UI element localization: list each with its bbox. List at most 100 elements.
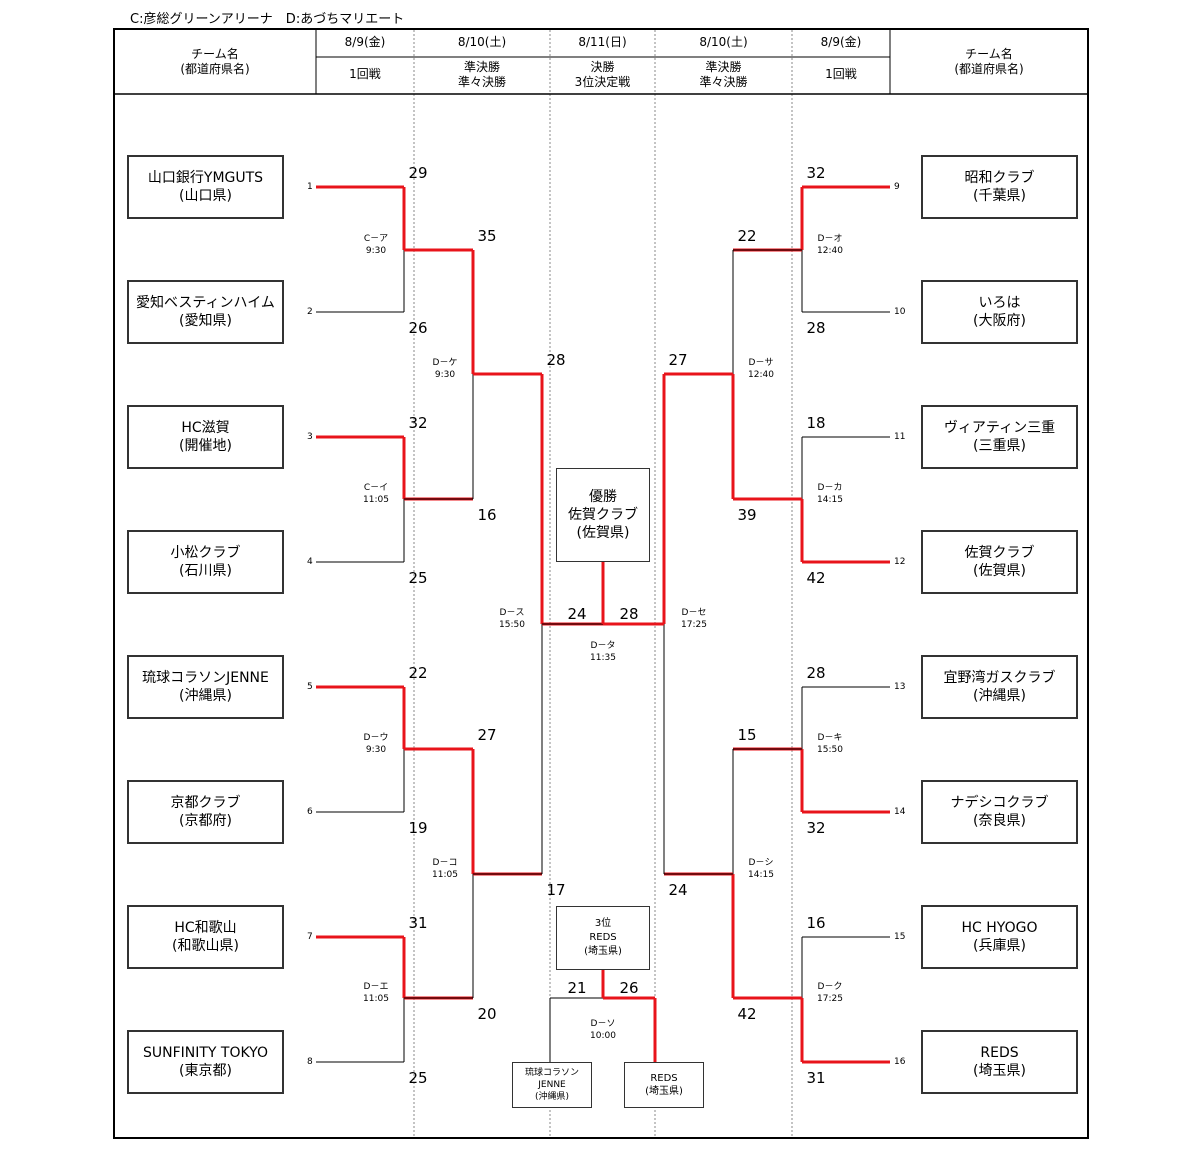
match-right-r1-0-label-line-1: 12:40 [817, 246, 843, 256]
team-box-l-4: 小松クラブ(石川県) [127, 530, 284, 594]
match-right-sf-0-label: D－セ 17:25 [664, 607, 724, 631]
team-r-6-line-0: ナデシコクラブ [950, 795, 1049, 811]
header-date-4: 8/9(金) [820, 35, 862, 49]
header-team-right-line-1: (都道府県名) [954, 62, 1024, 76]
team-r-7-line-1: (兵庫県) [973, 938, 1026, 954]
header-date-2: 8/11(日) [578, 35, 627, 49]
team-box-r-5: 宜野湾ガスクラブ(沖縄県) [921, 655, 1078, 719]
team-box-r-2: いろは(大阪府) [921, 280, 1078, 344]
match-left-sf-0-score-top: 28 [546, 351, 566, 369]
team-box-r-7: HC HYOGO (兵庫県) [921, 905, 1078, 969]
team-r-1-line-1: (千葉県) [973, 188, 1026, 204]
final-label-line-0: D－タ [590, 641, 616, 651]
champion-line-0: 優勝 [589, 489, 617, 505]
team-box-r-8: REDS(埼玉県) [921, 1030, 1078, 1094]
match-left-qf-1-score-top: 27 [477, 726, 497, 744]
match-right-r1-0-label-line-0: D－オ [817, 234, 843, 244]
seed-number-2: 2 [307, 307, 313, 317]
seed-number-4: 4 [307, 557, 313, 567]
header-round-0: 1回戦 [316, 67, 414, 82]
header-team-left: チーム名(都道府県名) [114, 47, 316, 77]
header-date-3: 8/10(土) [699, 35, 748, 49]
match-left-r1-2-label: D－ウ 9:30 [346, 732, 406, 756]
header-round-2-line-0: 決勝 [590, 60, 615, 74]
match-right-qf-0-score-bottom: 39 [737, 506, 757, 524]
match-right-qf-0-label-line-1: 12:40 [748, 370, 774, 380]
match-right-r1-3-score-top: 16 [806, 914, 826, 932]
match-left-sf-0-label: D－ス 15:50 [482, 607, 542, 631]
team-l-6-line-0: 京都クラブ [170, 795, 241, 811]
header-round-0-line-0: 1回戦 [349, 67, 381, 81]
third-score-right: 26 [619, 979, 639, 997]
match-left-r1-2-label-line-0: D－ウ [363, 733, 389, 743]
team-l-5-line-0: 琉球コラソンJENNE [142, 670, 269, 686]
header-round-2-line-1: 3位決定戦 [574, 75, 631, 89]
header-round-3-line-1: 準々決勝 [699, 75, 748, 89]
team-l-7-line-1: (和歌山県) [172, 938, 239, 954]
match-left-r1-1-score-top: 32 [408, 414, 428, 432]
seed-number-13: 13 [894, 682, 906, 692]
team-l-4-line-1: (石川県) [179, 563, 232, 579]
team-r-8-line-1: (埼玉県) [973, 1063, 1026, 1079]
team-r-5-line-0: 宜野湾ガスクラブ [943, 670, 1056, 686]
third-place-line-0: 3位 [594, 918, 612, 929]
team-r-6-line-1: (奈良県) [973, 813, 1026, 829]
match-right-r1-2-label-line-0: D－キ [817, 733, 843, 743]
match-left-r1-3-score-top: 31 [408, 914, 428, 932]
match-left-r1-2-score-bottom: 19 [408, 819, 428, 837]
match-left-sf-0-label-line-1: 15:50 [499, 620, 525, 630]
seed-number-6: 6 [307, 807, 313, 817]
match-right-sf-0-label-line-1: 17:25 [681, 620, 707, 630]
match-right-qf-1-score-top: 15 [737, 726, 757, 744]
match-right-sf-0-label-line-0: D－セ [681, 608, 707, 618]
match-left-r1-1-label-line-0: C－イ [363, 483, 389, 493]
final-score-left: 24 [567, 605, 587, 623]
header-team-left-line-0: チーム名 [191, 47, 239, 61]
match-right-r1-3-score-bottom: 31 [806, 1069, 826, 1087]
match-left-r1-3-label-line-1: 11:05 [363, 994, 389, 1004]
champion-line-2: 佐賀クラブ [568, 507, 638, 523]
match-left-r1-0-label-line-0: C－ア [363, 234, 389, 244]
match-right-r1-0-score-bottom: 28 [806, 319, 826, 337]
match-left-r1-0-score-top: 29 [408, 164, 428, 182]
match-right-r1-1-score-bottom: 42 [806, 569, 826, 587]
team-l-1-line-0: 山口銀行YMGUTS [147, 170, 264, 186]
header-round-1: 準決勝準々決勝 [414, 60, 550, 90]
final-score-right: 28 [619, 605, 639, 623]
header-round-1-line-1: 準々決勝 [457, 75, 506, 89]
match-right-qf-1-label-line-0: D－シ [748, 858, 774, 868]
match-right-sf-0-score-top: 27 [668, 351, 688, 369]
match-right-qf-1-label-line-1: 14:15 [748, 870, 774, 880]
seed-number-8: 8 [307, 1057, 313, 1067]
third-label-line-0: D－ソ [590, 1019, 616, 1029]
team-r-7-line-0: HC HYOGO [961, 920, 1038, 936]
match-left-r1-1-label-line-1: 11:05 [363, 495, 389, 505]
team-r-3-line-0: ヴィアティン三重 [943, 420, 1056, 436]
venue-note: C:彦総グリーンアリーナ D:あづちマリエート [130, 12, 405, 27]
third-place-line-1: REDS [589, 932, 617, 943]
team-box-r-4: 佐賀クラブ(佐賀県) [921, 530, 1078, 594]
header-round-4: 1回戦 [792, 67, 890, 82]
match-right-sf-0-score-bottom: 24 [668, 881, 688, 899]
header-team-right: チーム名(都道府県名) [890, 47, 1088, 77]
match-right-r1-1-label-line-0: D－カ [817, 483, 843, 493]
match-right-r1-3-label-line-0: D－ク [817, 982, 843, 992]
match-left-r1-1-score-bottom: 25 [408, 569, 428, 587]
match-left-qf-1-score-bottom: 20 [477, 1005, 497, 1023]
match-left-sf-0-label-line-0: D－ス [499, 608, 525, 618]
match-left-qf-0-label-line-0: D－ケ [432, 358, 458, 368]
match-right-r1-2-score-bottom: 32 [806, 819, 826, 837]
third-right-team-line-0: REDS [650, 1073, 678, 1084]
match-right-r1-2-label-line-1: 15:50 [817, 745, 843, 755]
seed-number-15: 15 [894, 932, 906, 942]
match-left-r1-2-label-line-1: 9:30 [365, 745, 387, 755]
team-l-8-line-0: SUNFINITY TOKYO [142, 1045, 268, 1061]
